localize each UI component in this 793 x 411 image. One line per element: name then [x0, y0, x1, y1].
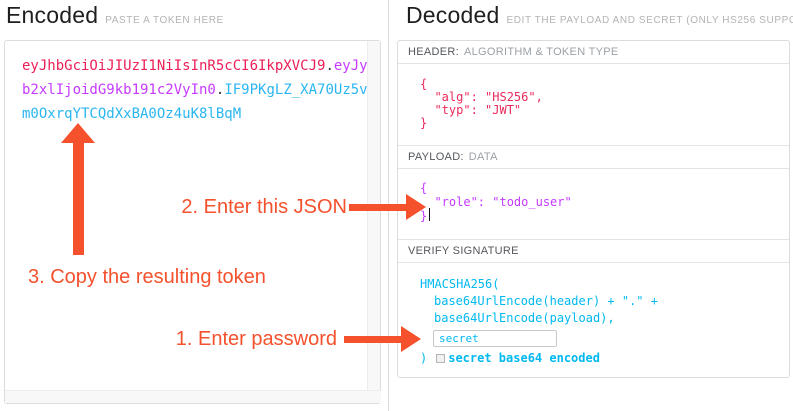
step1-annotation: 1. Enter password [175, 328, 337, 350]
token-separator-dot: . [215, 82, 225, 98]
arrow-up-head-icon [61, 123, 95, 143]
signature-close-row: ) secret base64 encoded [420, 350, 789, 367]
vertical-scrollbar[interactable] [367, 41, 380, 390]
arrow-right-head-icon [406, 194, 426, 220]
horizontal-scrollbar[interactable] [5, 390, 381, 403]
jwt-token-text: eyJhbGciOiJIUzI1NiIsInR5cCI6IkpXVCJ9.eyJ… [22, 54, 369, 126]
step3-annotation: 3. Copy the resulting token [28, 266, 266, 288]
payload-section-label: PAYLOAD: DATA [398, 146, 789, 169]
header-section-label: HEADER: ALGORITHM & TOKEN TYPE [398, 41, 789, 64]
encoded-token-box[interactable]: eyJhbGciOiJIUzI1NiIsInR5cCI6IkpXVCJ9.eyJ… [4, 40, 381, 404]
arrow-shaft [344, 335, 401, 343]
header-json-text: { "alg": "HS256", "typ": "JWT" } [420, 77, 543, 130]
decoded-box: HEADER: ALGORITHM & TOKEN TYPE { "alg": … [397, 40, 790, 378]
header-json-editor[interactable]: { "alg": "HS256", "typ": "JWT" } [398, 64, 789, 146]
encoded-subtitle: PASTE A TOKEN HERE [105, 15, 224, 26]
header-label-detail: ALGORITHM & TOKEN TYPE [464, 46, 619, 58]
encoded-title: Encoded [6, 2, 99, 28]
decoded-subtitle: EDIT THE PAYLOAD AND SECRET (ONLY HS256 … [506, 15, 793, 26]
token-payload-part: eyJyb2xlIjoidG9kb191c2VyIn0 [22, 58, 368, 98]
text-cursor [429, 208, 430, 221]
base64-checkbox-label: secret base64 encoded [448, 351, 600, 365]
step2-annotation: 2. Enter this JSON [181, 196, 347, 218]
arrow-up-shaft [72, 143, 84, 255]
arrow-shaft [349, 203, 406, 211]
header-label: HEADER: [408, 46, 459, 58]
signature-code: HMACSHA256( base64UrlEncode(header) + ".… [398, 263, 789, 367]
secret-input[interactable] [433, 330, 557, 347]
verify-signature-label: VERIFY SIGNATURE [408, 245, 519, 257]
arrow-up-to-token [61, 123, 95, 255]
arrow-right-to-payload [349, 194, 426, 220]
payload-json-text: { "role": "todo_user" } [420, 181, 572, 223]
payload-json-editor[interactable]: { "role": "todo_user" } [398, 169, 789, 240]
payload-label: PAYLOAD: [408, 151, 464, 163]
token-header-part: eyJhbGciOiJIUzI1NiIsInR5cCI6IkpXVCJ9 [22, 58, 326, 74]
arrow-right-to-secret [344, 326, 421, 352]
base64-header-line: base64UrlEncode(header) + "." + [434, 294, 658, 308]
arrow-right-head-icon [401, 326, 421, 352]
decoded-title: Decoded [406, 2, 500, 28]
hmac-line: HMACSHA256( [420, 277, 500, 291]
verify-signature-section-label: VERIFY SIGNATURE [398, 240, 789, 263]
base64-payload-line: base64UrlEncode(payload), [434, 311, 615, 325]
token-signature-part: IF9PKgLZ_XA70Uz5vm0OxrqYTCQdXxBA0Oz4uK8l… [22, 82, 368, 122]
payload-label-detail: DATA [468, 151, 498, 163]
closing-paren: ) [420, 351, 428, 365]
base64-encoded-checkbox[interactable] [436, 354, 446, 363]
token-separator-dot: . [325, 58, 334, 74]
